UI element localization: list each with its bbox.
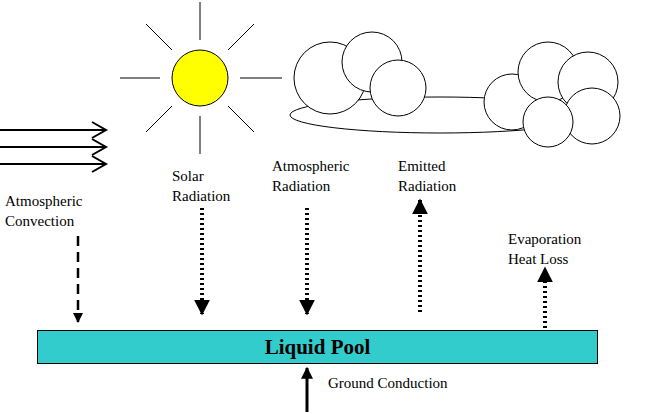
flow-label: Evaporation Heat Loss <box>508 229 608 269</box>
sun-ray <box>200 2 201 40</box>
pool-label: Liquid Pool <box>265 335 371 360</box>
wind-line <box>0 146 106 148</box>
wind-arrows <box>0 122 106 172</box>
sun-ray <box>200 116 201 154</box>
sun-ray <box>240 78 282 79</box>
flow-label: Solar Radiation <box>172 166 242 206</box>
wind-head <box>92 139 106 155</box>
flow-label: Atmospheric Radiation <box>272 156 372 196</box>
wind-line <box>0 163 106 165</box>
wind-head <box>92 122 106 138</box>
emitted-radiation-arrow <box>418 200 422 312</box>
sun-ray <box>228 24 254 50</box>
sun-disc <box>172 50 228 106</box>
sun-ray <box>228 106 254 132</box>
flow-label: Ground Conduction <box>328 373 488 393</box>
sun-ray <box>120 78 160 79</box>
evaporation-arrow <box>543 268 547 328</box>
sun-ray <box>146 106 172 132</box>
cloud-puff <box>370 60 426 116</box>
convection-arrow <box>77 236 80 322</box>
solar-arrow <box>200 208 204 314</box>
cloud-puff <box>523 97 573 147</box>
flow-label: Emitted Radiation <box>398 156 478 196</box>
sun-ray <box>146 24 172 50</box>
atmospheric-radiation-arrow <box>305 208 309 314</box>
wind-line <box>0 129 106 131</box>
clouds <box>290 32 620 147</box>
pool-box: Liquid Pool <box>37 330 598 364</box>
heat-flow-arrows <box>78 200 545 412</box>
flow-label: Atmospheric Convection <box>5 191 105 231</box>
ground-conduction-arrow <box>306 368 309 412</box>
wind-head <box>92 156 106 172</box>
sun <box>120 2 282 154</box>
